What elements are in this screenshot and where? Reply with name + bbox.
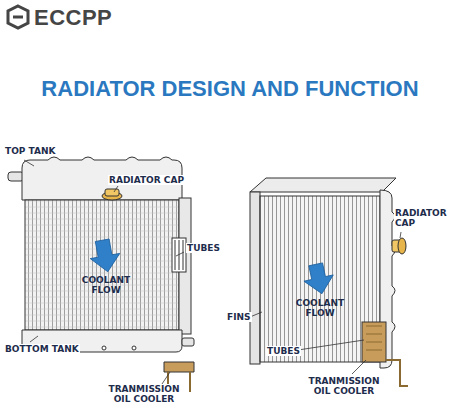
flow-arrow <box>301 261 337 297</box>
part-label: RADIATOR CAP <box>394 208 456 229</box>
logo-icon <box>8 6 28 28</box>
flow-label: COOLANT FLOW <box>76 275 136 296</box>
part-label: TRANMISSION OIL COOLER <box>300 376 388 397</box>
diagram-title: RADIATOR DESIGN AND FUNCTION <box>41 76 418 101</box>
leader-line <box>24 160 401 384</box>
flow-arrow <box>87 238 122 275</box>
logo-text: ECCPP <box>34 5 112 30</box>
part-label: BOTTOM TANK <box>4 344 80 354</box>
flow-label: COOLANT FLOW <box>290 298 350 319</box>
right-radiator <box>250 178 408 386</box>
part-label: TUBES <box>186 243 221 253</box>
part-label: RADIATOR CAP <box>108 175 185 185</box>
part-label: FINS <box>226 312 252 322</box>
part-label: TOP TANK <box>4 146 56 156</box>
part-label: TUBES <box>266 346 301 356</box>
left-radiator <box>8 157 194 392</box>
part-label: TRANMISSION OIL COOLER <box>100 384 188 405</box>
